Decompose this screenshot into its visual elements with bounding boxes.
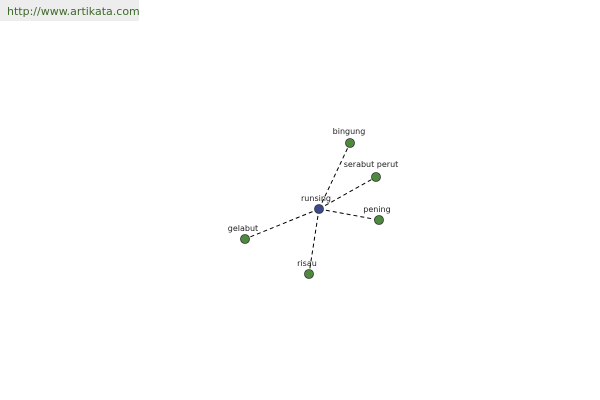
node-label-risau: risau (297, 259, 317, 268)
edge-runsing-bingung (318, 142, 351, 210)
node-bingung[interactable]: bingung (333, 127, 366, 148)
node-runsing[interactable]: runsing (301, 194, 331, 214)
node-label-pening: pening (363, 205, 390, 214)
node-label-runsing: runsing (301, 194, 331, 203)
node-dot-pening[interactable] (374, 215, 384, 225)
edges (244, 142, 380, 275)
node-label-bingung: bingung (333, 127, 366, 136)
node-risau[interactable]: risau (297, 259, 317, 279)
nodes: bingung serabut perut pening gelabut risau ru… (228, 127, 399, 279)
node-gelabut[interactable]: gelabut (228, 224, 258, 244)
node-dot-risau[interactable] (304, 269, 314, 279)
edge-runsing-gelabut (244, 208, 320, 240)
node-dot-gelabut[interactable] (240, 234, 250, 244)
node-pening[interactable]: pening (363, 205, 391, 225)
edge-runsing-pening (318, 208, 380, 221)
node-dot-runsing[interactable] (314, 204, 324, 214)
edge-runsing-risau (308, 208, 320, 275)
edge-runsing-serabut-perut (318, 176, 377, 210)
node-label-gelabut: gelabut (228, 224, 258, 233)
node-dot-bingung[interactable] (345, 138, 355, 148)
node-serabut-perut[interactable]: serabut perut (344, 160, 399, 182)
node-dot-serabut-perut[interactable] (371, 172, 381, 182)
source-url-label: http://www.artikata.com (0, 0, 140, 21)
node-label-serabut-perut: serabut perut (344, 160, 399, 169)
